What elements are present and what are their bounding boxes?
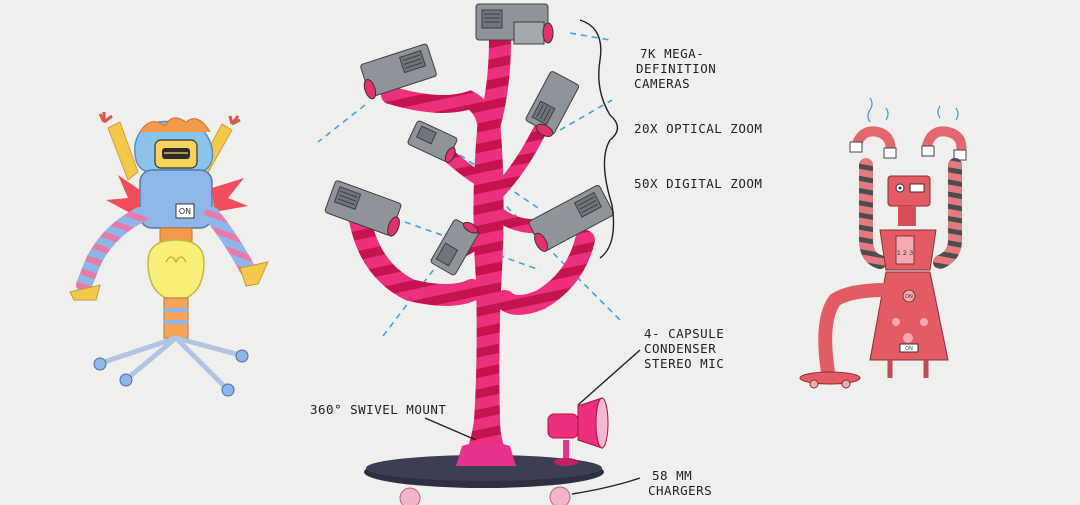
label-stereo-mic: 4- CAPSULE CONDENSER STEREO MIC: [644, 326, 724, 371]
label-mic-line1: 4- CAPSULE: [644, 326, 725, 341]
camera-2: [360, 43, 437, 100]
annotation-leaders: [424, 19, 641, 495]
camera-3: [407, 120, 458, 163]
skateboard-base: [364, 455, 604, 505]
label-mic-line2: CONDENSER: [644, 341, 717, 356]
label-cameras-line2: DEFINITION: [636, 61, 717, 76]
left-robot-arm-up-left: [107, 121, 139, 181]
label-optical-zoom: 20X OPTICAL ZOOM: [634, 121, 763, 136]
label-cameras-line3: CAMERAS: [634, 76, 691, 91]
label-swivel-mount: 360° SWIVEL MOUNT: [310, 402, 447, 417]
tree-trunk: [460, 120, 512, 462]
left-robot-bulb: [147, 239, 205, 299]
camera-7: [430, 219, 479, 276]
camera-4: [525, 71, 579, 137]
right-robot-button-top: ON: [905, 294, 913, 300]
label-chargers-line1: 58 MM: [652, 468, 693, 483]
left-robot: ON: [69, 112, 269, 397]
stereo-microphone: [547, 397, 609, 466]
camera-1: [475, 3, 554, 45]
right-robot: 1 2 3 ON ON: [799, 97, 967, 389]
label-mic-line3: STEREO MIC: [644, 356, 725, 371]
right-robot-panel: 1 2 3: [897, 249, 914, 257]
left-robot-badge: ON: [179, 207, 191, 216]
label-cameras: 7K MEGA- DEFINITION CAMERAS: [634, 46, 716, 91]
label-chargers: 58 MM CHARGERS: [648, 468, 712, 498]
label-cameras-line1: 7K MEGA-: [640, 46, 705, 61]
label-digital-zoom: 50X DIGITAL ZOOM: [634, 176, 763, 191]
camera-6: [528, 184, 615, 252]
label-chargers-line2: CHARGERS: [648, 483, 713, 498]
camera-5: [324, 180, 402, 237]
right-robot-button-bottom: ON: [905, 346, 913, 352]
left-robot-torso: [139, 169, 213, 229]
